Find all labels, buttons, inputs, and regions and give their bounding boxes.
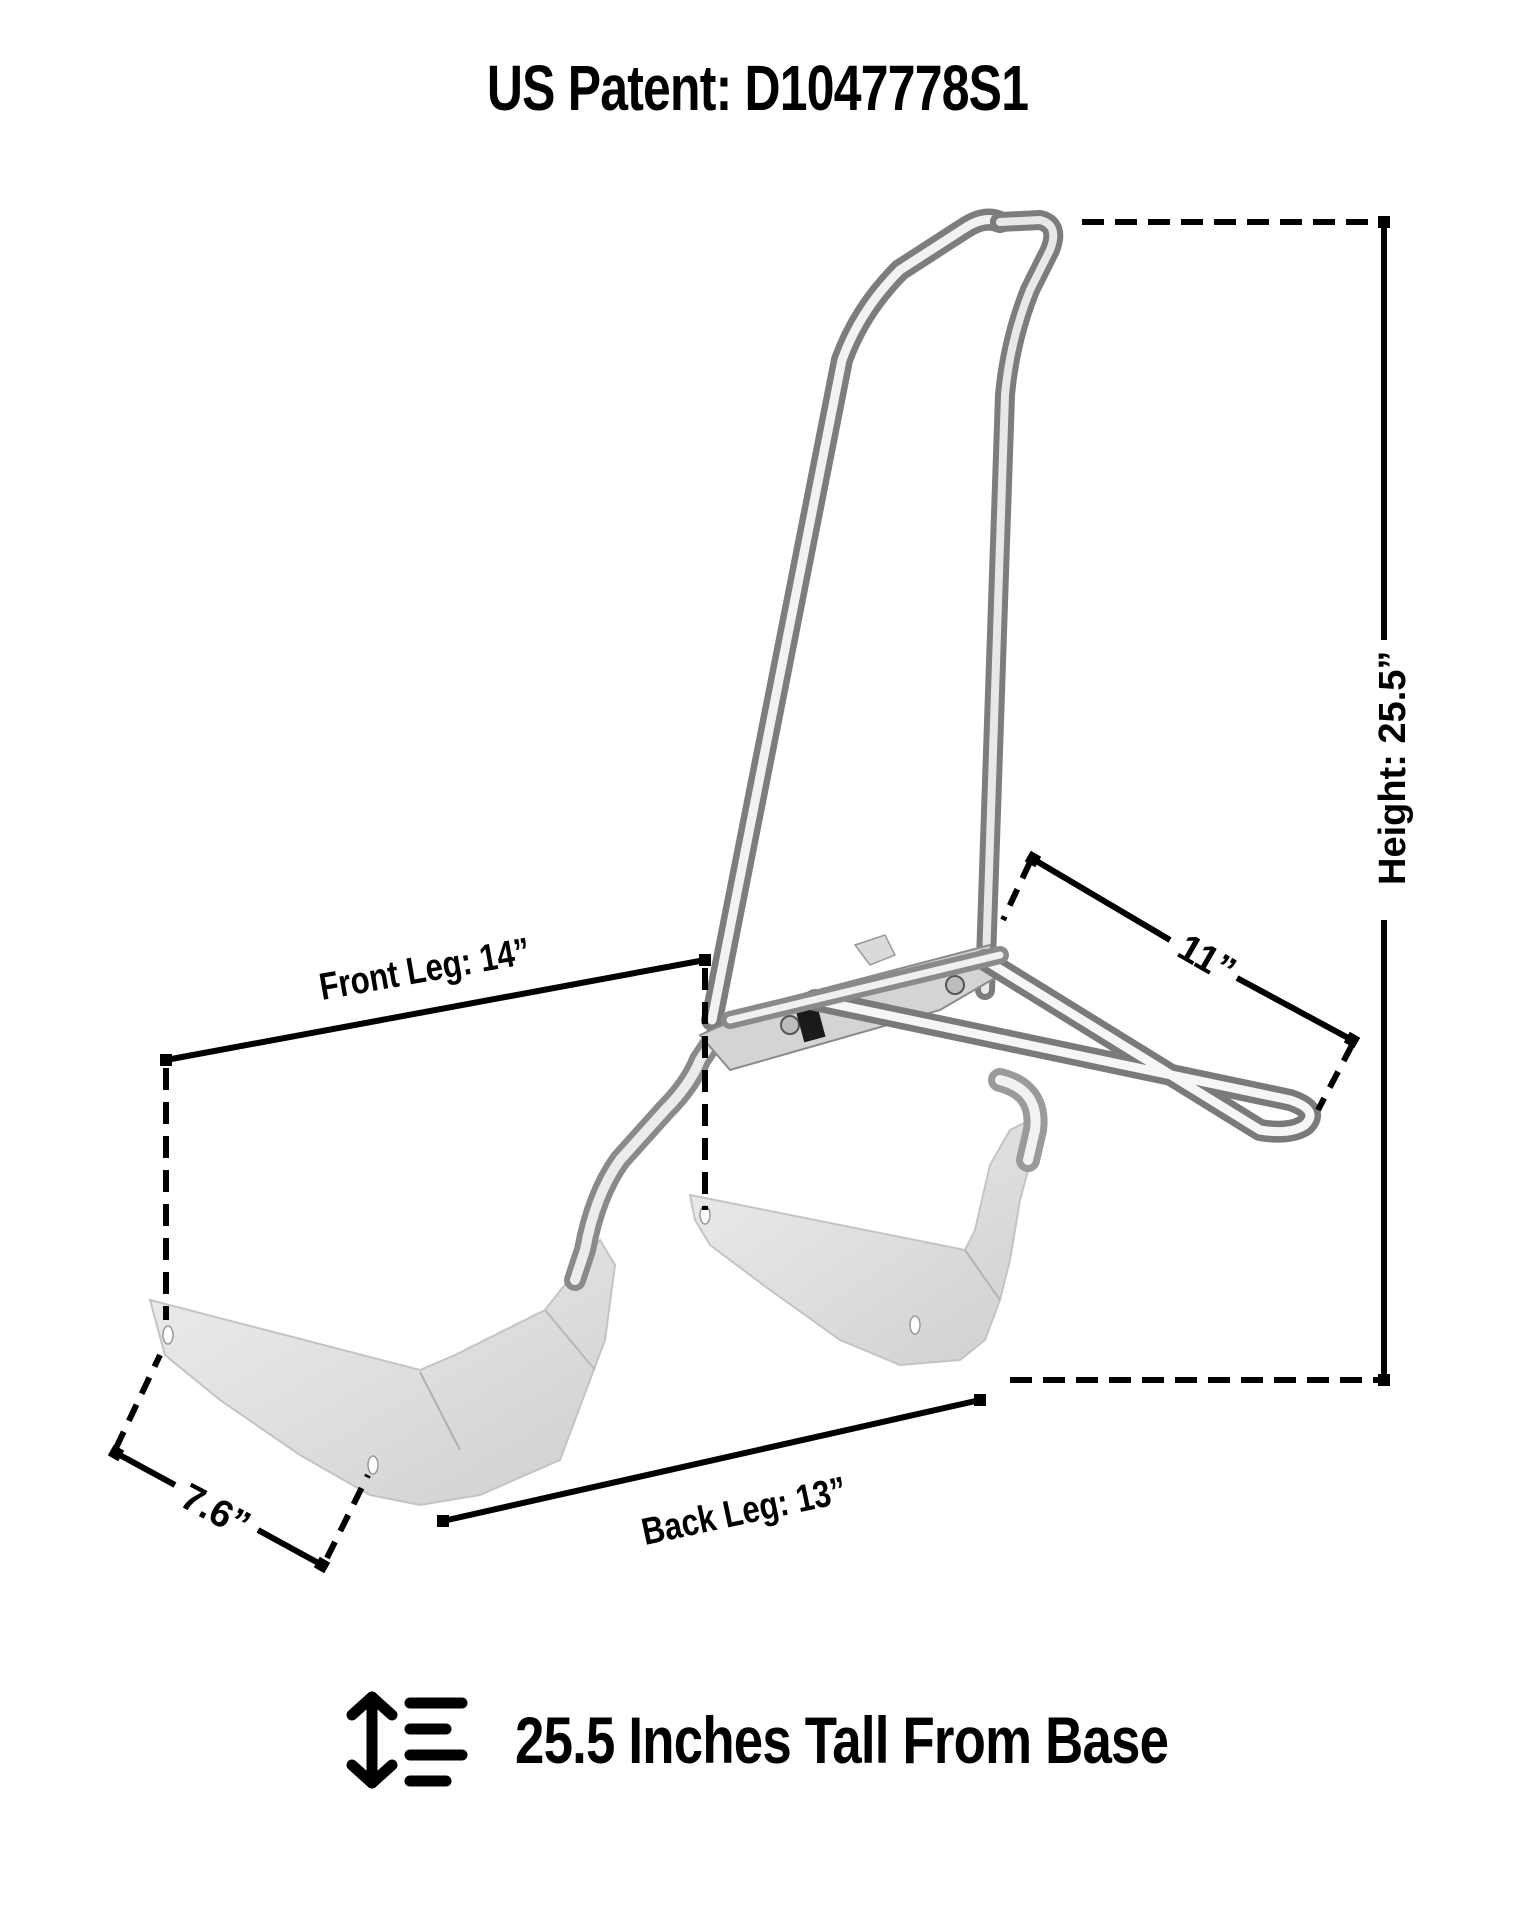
back-leg-dimension-label: Back Leg: 13” [638, 1470, 850, 1554]
back-mount-plate [688, 1118, 1037, 1367]
plate-width-dimension-label: 7.6” [174, 1476, 257, 1547]
footer-height-text: 25.5 Inches Tall From Base [515, 1703, 1169, 1777]
page-title: US Patent: D1047778S1 [486, 52, 1029, 124]
footer-caption: 25.5 Inches Tall From Base [340, 1685, 1331, 1795]
dimension-height: Height: 25.5” [1010, 216, 1414, 1386]
vertical-height-icon [346, 1691, 468, 1789]
sissy-bar-product [148, 208, 1321, 1507]
width-dimension-label: 11” [1171, 926, 1243, 992]
height-dimension-label: Height: 25.5” [1372, 651, 1414, 885]
dimension-front-leg: Front Leg: 14” [160, 931, 711, 1320]
front-mount-plate [148, 1238, 617, 1507]
upright-front-tube [701, 208, 1011, 1031]
